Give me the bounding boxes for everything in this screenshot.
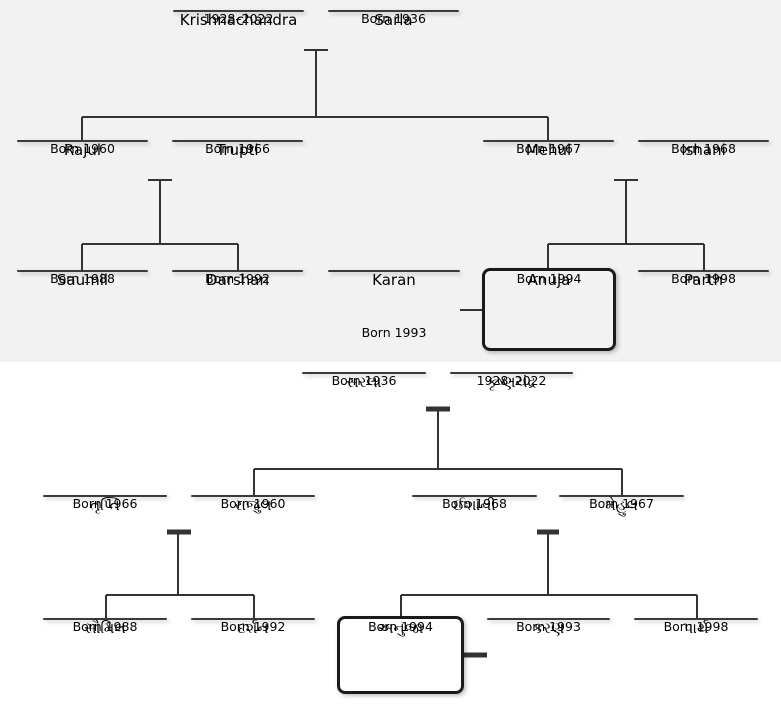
person-dates: Born 1993 — [361, 325, 427, 340]
person-card-darshan[interactable]: Darshan Born 1992 — [172, 270, 303, 289]
person-card-krishnachandra[interactable]: Krishnachandra 1928–2022 — [173, 10, 304, 29]
person-dates: Born 1992 — [205, 271, 270, 286]
person-card-anuja-gu-selected[interactable]: અનુજા Born 1994 — [337, 616, 464, 694]
person-name: મેહુલ — [605, 496, 638, 514]
person-dates: Born 1968 — [671, 141, 736, 156]
person-name: સરલા — [346, 373, 382, 391]
person-dates: Born 1936 — [361, 11, 426, 26]
person-name: રાજુલ — [234, 496, 272, 514]
person-name: Saumil — [56, 271, 109, 289]
person-name: Sarla — [374, 11, 413, 29]
person-dates: Born 1988 — [72, 619, 138, 634]
person-card-rajul[interactable]: Rajul Born 1960 — [17, 140, 148, 159]
person-card-karan[interactable]: Karan Born 1993 — [328, 270, 460, 340]
person-name: Rajul — [63, 141, 102, 159]
person-dates: 1928–2022 — [203, 11, 274, 26]
person-card-mehul[interactable]: Mehul Born 1967 — [483, 140, 614, 159]
person-name: દર્શન — [237, 619, 269, 637]
person-dates: 1928–2022 — [476, 373, 547, 388]
person-name: Trupti — [216, 141, 259, 159]
person-dates: Born 1967 — [589, 496, 654, 511]
person-card-saumil-gu[interactable]: સૌમિલ Born 1988 — [43, 618, 167, 637]
person-card-parth[interactable]: Parth Born 1998 — [638, 270, 769, 289]
person-card-saumil[interactable]: Saumil Born 1988 — [17, 270, 148, 289]
person-dates: Born 1960 — [220, 496, 286, 511]
person-name: Parth — [683, 271, 724, 289]
person-card-ishani[interactable]: Ishani Born 1968 — [638, 140, 769, 159]
person-dates: Born 1966 — [205, 141, 270, 156]
person-name: અનુજા — [377, 619, 424, 637]
person-card-darshan-gu[interactable]: દર્શન Born 1992 — [191, 618, 315, 637]
person-dates: Born 1993 — [516, 619, 581, 634]
person-name: Krishnachandra — [179, 11, 298, 29]
person-name: કૃષ્ણચંદ્ર — [486, 373, 537, 391]
person-name: પાર્થ — [683, 619, 709, 637]
person-card-karan-gu[interactable]: કરણ Born 1993 — [487, 618, 610, 637]
gujarati-family-tree — [0, 362, 781, 718]
english-family-tree — [0, 0, 781, 362]
person-name: કરણ — [532, 619, 565, 637]
person-dates: Born 1992 — [220, 619, 286, 634]
person-name: Darshan — [206, 271, 269, 289]
person-card-anuja-selected[interactable]: Anuja Born 1994 — [482, 268, 616, 351]
person-dates: Born 1967 — [516, 141, 581, 156]
person-name: Ishani — [681, 141, 726, 159]
person-card-sarla-gu[interactable]: સરલા Born 1936 — [302, 372, 426, 391]
person-dates: Born 1994 — [516, 271, 582, 286]
person-name: Karan — [372, 271, 416, 289]
person-card-mehul-gu[interactable]: મેહુલ Born 1967 — [559, 495, 684, 514]
person-card-krishnachandra-gu[interactable]: કૃષ્ણચંદ્ર 1928–2022 — [450, 372, 573, 391]
person-card-ishani-gu[interactable]: ઈશાની Born 1968 — [412, 495, 537, 514]
person-dates: Born 1994 — [368, 619, 433, 634]
person-dates: Born 1936 — [331, 373, 397, 388]
person-card-parth-gu[interactable]: પાર્થ Born 1998 — [634, 618, 758, 637]
person-dates: Born 1960 — [50, 141, 115, 156]
person-dates: Born 1998 — [663, 619, 729, 634]
person-card-trupti[interactable]: Trupti Born 1966 — [172, 140, 303, 159]
person-name: Mehul — [525, 141, 572, 159]
person-name: Anuja — [527, 271, 571, 289]
person-dates: Born 1998 — [671, 271, 736, 286]
person-dates: Born 1968 — [442, 496, 507, 511]
person-name: ઈશાની — [453, 496, 496, 514]
person-name: સૌમિલ — [84, 619, 126, 637]
person-dates: Born 1988 — [50, 271, 115, 286]
person-card-sarla[interactable]: Sarla Born 1936 — [328, 10, 459, 29]
person-dates: Born 1966 — [72, 496, 138, 511]
person-name: તૃપ્તિ — [90, 496, 120, 514]
person-card-trupti-gu[interactable]: તૃપ્તિ Born 1966 — [43, 495, 167, 514]
person-card-rajul-gu[interactable]: રાજુલ Born 1960 — [191, 495, 315, 514]
